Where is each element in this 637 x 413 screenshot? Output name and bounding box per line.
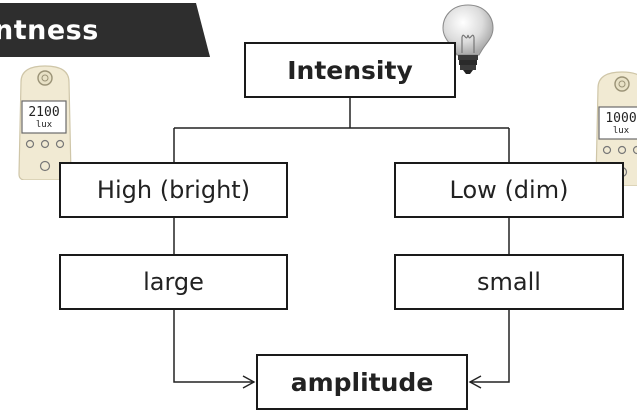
low-dim-label: Low (dim) xyxy=(449,176,569,204)
slide-title: ntness xyxy=(0,15,99,46)
intensity-label: Intensity xyxy=(287,55,413,85)
high-bright-label: High (bright) xyxy=(96,176,251,204)
left-arrow xyxy=(173,310,256,389)
intensity-box: Intensity xyxy=(244,42,456,98)
right-meter-unit: lux xyxy=(612,126,630,136)
low-dim-box: Low (dim) xyxy=(394,162,624,218)
right-arrow xyxy=(468,310,510,389)
large-label: large xyxy=(143,268,204,296)
small-label: small xyxy=(477,268,541,296)
small-box: small xyxy=(394,254,624,310)
left-meter-value: 2100 xyxy=(28,105,60,120)
right-meter-value: 1000 xyxy=(605,111,637,126)
lux-meter-icon: 1000 lux xyxy=(592,70,637,186)
high-bright-box: High (bright) xyxy=(59,162,288,218)
amplitude-box: amplitude xyxy=(256,354,468,410)
large-box: large xyxy=(59,254,288,310)
title-banner: ntness xyxy=(0,3,210,57)
left-meter-unit: lux xyxy=(35,120,53,130)
amplitude-label: amplitude xyxy=(290,367,434,397)
